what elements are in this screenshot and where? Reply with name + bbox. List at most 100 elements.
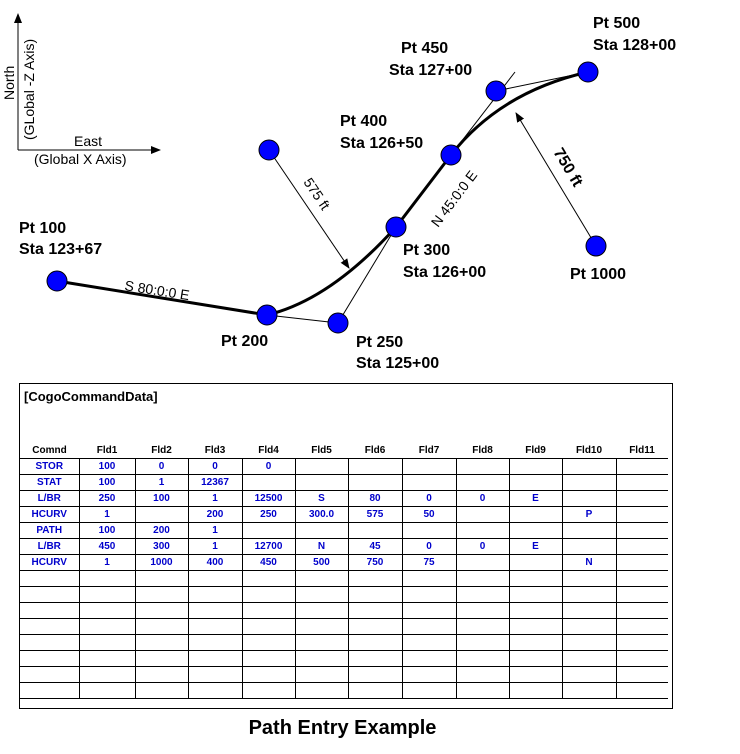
table-cell: [295, 682, 349, 699]
table-cell: [242, 618, 296, 635]
point-100: [46, 270, 68, 292]
table-cell: 1000: [135, 554, 189, 571]
table-cell: [402, 682, 457, 699]
table-cell: [616, 634, 668, 651]
table-cell: [509, 682, 563, 699]
table-cell: 1: [79, 506, 136, 523]
table-cell: 300: [135, 538, 189, 555]
table-cell: 100: [79, 522, 136, 539]
table-cell: [402, 666, 457, 683]
table-cell: [402, 586, 457, 603]
table-cell: [456, 666, 510, 683]
table-cell: [509, 586, 563, 603]
table-cell: P: [562, 506, 617, 523]
table-cell: 250: [242, 506, 296, 523]
table-cell: E: [509, 538, 563, 555]
table-cell: [348, 666, 403, 683]
table-cell: 45: [348, 538, 403, 555]
table-cell: [295, 666, 349, 683]
pt300-label: Pt 300: [403, 242, 450, 259]
table-row: [20, 650, 668, 667]
table-cell: 0: [456, 538, 510, 555]
table-cell: [562, 490, 617, 507]
table-cell: [456, 474, 510, 491]
table-cell: [242, 666, 296, 683]
table-cell: L/BR: [20, 538, 80, 555]
table-row: [20, 666, 668, 683]
table-cell: 1: [188, 538, 243, 555]
table-cell: [562, 458, 617, 475]
column-header: Fld2: [151, 444, 172, 456]
table-cell: [616, 522, 668, 539]
point-300: [385, 216, 407, 238]
point-450: [485, 80, 507, 102]
tangent-line-1: [266, 314, 339, 324]
column-header: Fld11: [629, 444, 655, 456]
table-cell: [20, 570, 80, 587]
table-cell: [20, 650, 80, 667]
table-cell: [20, 634, 80, 651]
table-cell: 200: [135, 522, 189, 539]
table-cell: [402, 458, 457, 475]
table-cell: [79, 634, 136, 651]
table-cell: 1: [188, 522, 243, 539]
table-cell: 750: [348, 554, 403, 571]
pt400-station: Sta 126+50: [340, 135, 423, 152]
table-cell: [188, 602, 243, 619]
table-cell: 0: [402, 538, 457, 555]
table-cell: [242, 586, 296, 603]
table-cell: [242, 522, 296, 539]
table-cell: [348, 474, 403, 491]
table-cell: [402, 650, 457, 667]
table-cell: 1: [188, 490, 243, 507]
point-575-center: [258, 139, 280, 161]
table-cell: [402, 602, 457, 619]
table-cell: 12700: [242, 538, 296, 555]
table-cell: 100: [79, 474, 136, 491]
column-header: Fld5: [311, 444, 332, 456]
table-cell: [616, 490, 668, 507]
table-cell: [135, 618, 189, 635]
table-row: [20, 682, 668, 699]
table-cell: [562, 570, 617, 587]
table-cell: [135, 666, 189, 683]
column-header: Fld9: [525, 444, 546, 456]
east-axis-sublabel: (Global X Axis): [34, 151, 127, 167]
radius-arrow-2: [515, 112, 597, 247]
table-cell: [79, 602, 136, 619]
table-cell: [135, 506, 189, 523]
table-cell: [295, 570, 349, 587]
table-cell: [562, 474, 617, 491]
east-axis-label: East: [74, 133, 102, 149]
table-cell: S: [295, 490, 349, 507]
table-cell: [616, 602, 668, 619]
table-cell: [348, 618, 403, 635]
table-cell: [188, 682, 243, 699]
table-cell: 100: [79, 458, 136, 475]
table-cell: [456, 506, 510, 523]
table-cell: 0: [242, 458, 296, 475]
column-header: Fld1: [96, 444, 118, 456]
point-400: [440, 144, 462, 166]
table-cell: [509, 506, 563, 523]
table-row: [20, 618, 668, 635]
table-cell: 75: [402, 554, 457, 571]
table-cell: 100: [135, 490, 189, 507]
table-cell: [348, 634, 403, 651]
table-cell: [562, 682, 617, 699]
table-cell: [135, 634, 189, 651]
table-cell: [616, 650, 668, 667]
table-cell: [135, 682, 189, 699]
point-200: [256, 304, 278, 326]
table-cell: [295, 522, 349, 539]
pt200-label: Pt 200: [221, 333, 268, 350]
table-row: [20, 586, 668, 603]
radius-label-1: 575 ft: [301, 175, 334, 213]
table-cell: [135, 650, 189, 667]
table-cell: [509, 650, 563, 667]
pt450-station: Sta 127+00: [389, 62, 472, 79]
